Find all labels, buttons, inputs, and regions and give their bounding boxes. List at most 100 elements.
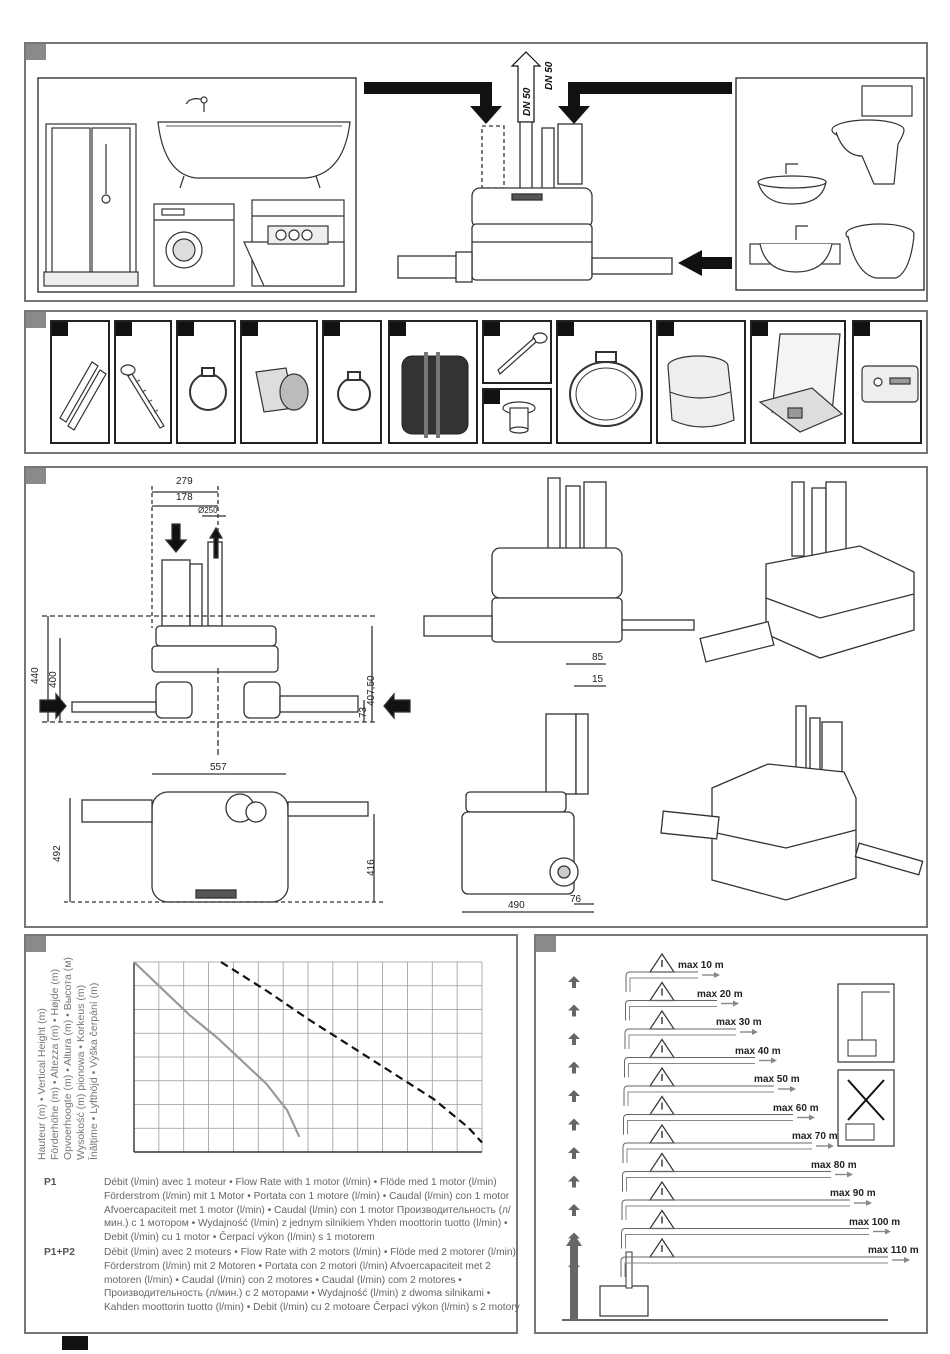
installation-panel: DN 50 DN 50 xyxy=(24,42,928,302)
perspective-view-1 xyxy=(423,477,695,643)
pipe-run-6 xyxy=(622,1142,812,1163)
panel-tag xyxy=(26,936,46,952)
side-view xyxy=(461,663,606,913)
level-arrow-5 xyxy=(568,1118,580,1131)
max-height-label-8: max 90 m xyxy=(830,1188,876,1199)
panel-tag xyxy=(26,44,46,60)
inset-wrong-pump xyxy=(845,1123,875,1141)
level-arrow-9 xyxy=(568,1232,580,1245)
panel-tag xyxy=(536,936,556,952)
panel-tag xyxy=(26,312,46,328)
dim-85: 85 xyxy=(592,652,604,663)
pipe-run-inner-5 xyxy=(627,1120,793,1135)
pipe-run-inner-2 xyxy=(628,1034,736,1049)
flow-arrowhead-3 xyxy=(771,1057,777,1064)
dim-178: 178 xyxy=(176,492,193,503)
max-height-label-6: max 70 m xyxy=(792,1131,838,1142)
series-line-p1p2 xyxy=(220,961,483,1144)
legend-text-p1: Débit (l/min) avec 1 moteur • Flow Rate … xyxy=(104,1177,511,1244)
pipe-run-inner-10 xyxy=(624,1262,888,1277)
level-arrow-2 xyxy=(568,1033,580,1045)
dim-15: 15 xyxy=(592,674,604,685)
accessory-alarm-box xyxy=(852,320,922,444)
flow-arrowhead-1 xyxy=(733,1000,739,1007)
max-height-label-0: max 10 m xyxy=(678,960,724,971)
series-line-p1 xyxy=(133,961,301,1138)
perspective-view-2 xyxy=(699,481,915,663)
pump-unit-center xyxy=(397,121,673,283)
pipe-run-1 xyxy=(625,1000,717,1021)
pump-riser xyxy=(625,1251,633,1289)
pipe-run-0 xyxy=(625,971,698,992)
flow-arrowhead-0 xyxy=(714,972,720,978)
flow-arrowhead-9 xyxy=(885,1228,891,1235)
inset-correct-pump xyxy=(847,1039,877,1057)
flow-arrowhead-6 xyxy=(828,1143,834,1149)
accessory-clamp-large xyxy=(556,320,652,444)
pipe-run-inner-6 xyxy=(626,1148,812,1163)
level-arrow-7 xyxy=(568,1175,580,1188)
accessory-screw xyxy=(114,320,172,444)
dishwasher-icon xyxy=(243,199,345,287)
level-arrow-4 xyxy=(568,1090,580,1102)
level-arrow-10 xyxy=(568,1261,580,1273)
max-height-label-7: max 80 m xyxy=(811,1159,857,1171)
flow-arrowhead-2 xyxy=(752,1029,758,1035)
max-height-label-2: max 30 m xyxy=(716,1017,762,1028)
pipe-run-inner-4 xyxy=(627,1091,774,1106)
legend-key-p1p2: P1+P2 xyxy=(44,1247,75,1258)
bidet-icon xyxy=(845,223,915,279)
pipe-run-8 xyxy=(621,1199,850,1220)
pipe-run-inner-0 xyxy=(629,977,698,992)
installation-illustration xyxy=(37,51,925,293)
inset-correct-pipe xyxy=(861,991,890,1040)
panel-tag xyxy=(26,468,46,484)
accessory-wall-plugs xyxy=(50,320,110,444)
flow-arrowhead-4 xyxy=(790,1086,796,1092)
accessory-template xyxy=(750,320,846,444)
level-arrow-1 xyxy=(568,1004,580,1017)
dim-76: 76 xyxy=(570,894,582,905)
pipe-run-5 xyxy=(623,1114,793,1135)
level-arrow-8 xyxy=(568,1204,580,1216)
max-height-label-10: max 110 m xyxy=(868,1245,919,1256)
pipe-run-9 xyxy=(621,1228,869,1249)
pipe-run-inner-1 xyxy=(629,1006,717,1021)
cross-icon-b xyxy=(847,1079,885,1121)
legend-text-p1p2: Débit (l/min) avec 2 moteurs • Flow Rate… xyxy=(104,1247,520,1314)
dim-557: 557 xyxy=(210,762,227,773)
max-height-label-5: max 60 m xyxy=(773,1102,819,1114)
pipe-run-inner-8 xyxy=(625,1205,850,1220)
level-arrow-6 xyxy=(568,1147,580,1159)
pipe-run-10 xyxy=(620,1256,888,1277)
pipe-run-2 xyxy=(624,1028,736,1049)
top-view xyxy=(64,773,386,903)
flow-arrowhead-10 xyxy=(904,1257,910,1263)
washing-machine-icon xyxy=(153,203,235,287)
level-arrow-0 xyxy=(568,976,580,988)
shower-icon xyxy=(43,123,139,287)
accessory-cap xyxy=(656,320,746,444)
pump-small xyxy=(599,1285,649,1317)
toilet-icon xyxy=(831,85,913,185)
arrow-right-inlet xyxy=(558,82,732,124)
page-marker xyxy=(62,1336,88,1350)
flow-arrowhead-5 xyxy=(809,1114,815,1121)
arrow-side-inlet xyxy=(678,250,732,276)
chart-grid xyxy=(133,961,483,1153)
sink-icon xyxy=(749,225,841,273)
accessory-sleeve xyxy=(388,320,478,444)
front-view xyxy=(39,486,411,758)
dim-279: 279 xyxy=(176,476,193,487)
dim-490: 490 xyxy=(508,900,525,911)
accessories-panel xyxy=(24,310,928,454)
pipe-run-inner-3 xyxy=(628,1063,755,1078)
pipe-run-3 xyxy=(624,1057,755,1078)
performance-panel xyxy=(24,934,518,1334)
dimensions-panel: 279 178 Ø250 440 400 407,50 73 557 492 4… xyxy=(24,466,928,928)
pipe-run-inner-9 xyxy=(625,1234,869,1249)
legend-key-p1: P1 xyxy=(44,1177,57,1188)
vertical-arrow-shaft xyxy=(570,1244,578,1320)
flow-arrowhead-8 xyxy=(866,1200,872,1206)
